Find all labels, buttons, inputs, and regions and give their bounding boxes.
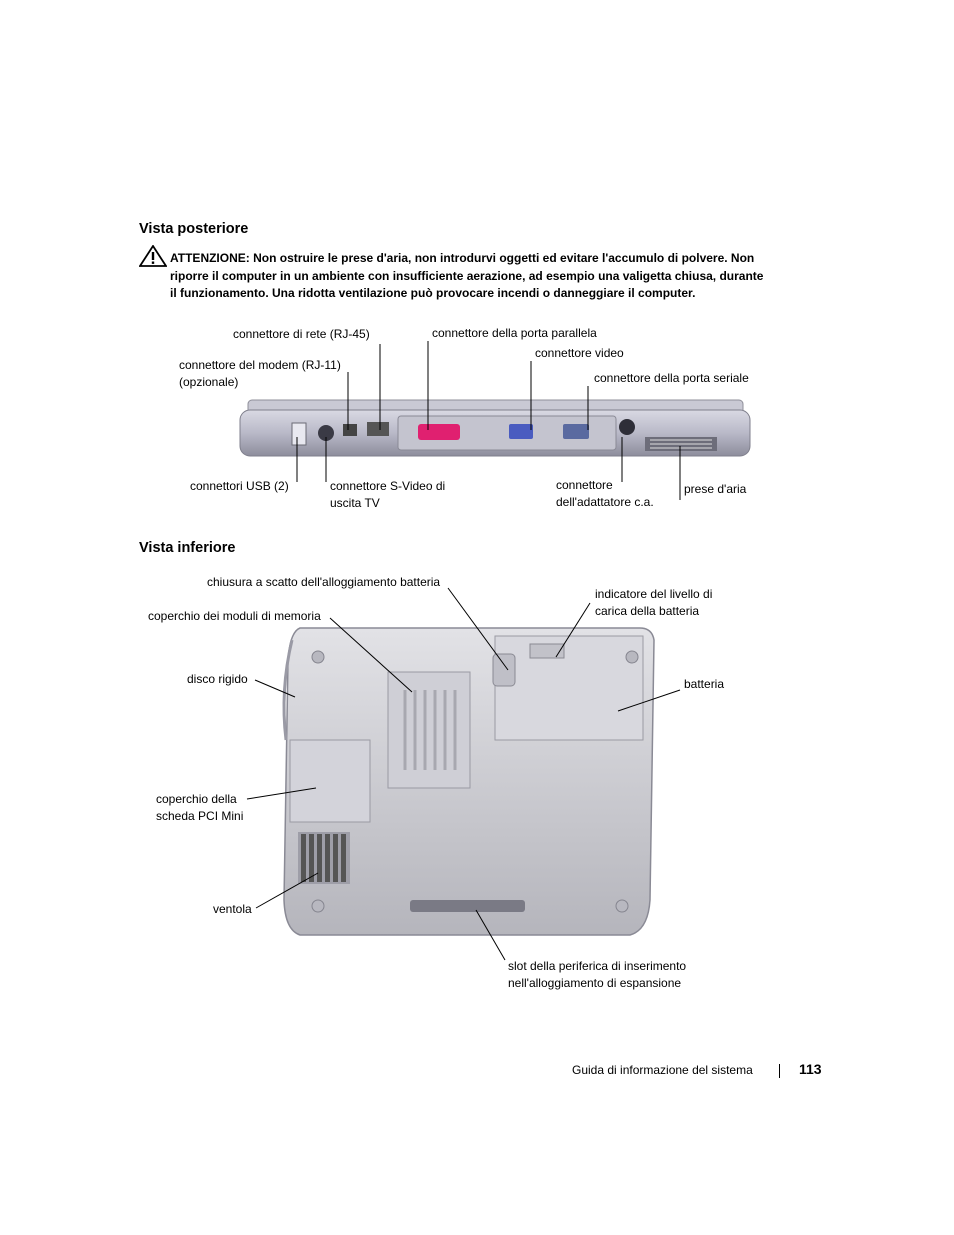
label-battery: batteria — [684, 677, 725, 691]
label-svideo-connector: connettore S-Video di uscita TV — [330, 478, 445, 511]
pci-mini-cover — [289, 739, 371, 823]
label-ac-adapter-connector: connettore dell'adattatore c.a. — [556, 477, 654, 510]
fan-grille — [298, 832, 350, 884]
label-modem-line-1: connettore del modem (RJ-11) — [179, 358, 341, 372]
label-charge-line-2: carica della batteria — [595, 603, 700, 618]
label-battery-latch: chiusura a scatto dell'alloggiamento bat… — [207, 575, 441, 589]
bottom-leader-lines — [246, 587, 681, 961]
label-parallel-connector: connettore della porta parallela — [432, 326, 597, 340]
label-usb-connectors: connettori USB (2) — [190, 479, 289, 493]
section-title-rear: Vista posteriore — [139, 221, 249, 237]
label-svideo-line-2: uscita TV — [330, 495, 380, 510]
vent-grille — [645, 437, 717, 451]
label-charge-line-1: indicatore del livello di — [595, 587, 713, 601]
warning-label: ATTENZIONE: — [170, 251, 250, 265]
page-number: 113 — [799, 1061, 822, 1077]
label-modem-line-2: (opzionale) — [179, 374, 239, 389]
label-video-connector: connettore video — [535, 346, 624, 360]
label-network-connector: connettore di rete (RJ-45) — [233, 327, 370, 341]
video-port — [509, 424, 533, 439]
laptop-bottom-image — [282, 627, 655, 936]
warning-triangle-icon — [139, 245, 167, 267]
label-charge-gauge: indicatore del livello di carica della b… — [595, 586, 712, 619]
label-hard-drive: disco rigido — [187, 672, 248, 686]
label-docking-slot: slot della periferica di inserimento nel… — [508, 958, 686, 991]
battery-latch — [492, 653, 516, 687]
footer-title: Guida di informazione del sistema — [572, 1063, 753, 1077]
label-slot-line-2: nell'alloggiamento di espansione — [508, 975, 682, 990]
network-port — [367, 422, 389, 436]
charge-gauge — [529, 643, 565, 659]
label-ac-line-2: dell'adattatore c.a. — [556, 494, 654, 509]
label-ac-line-1: connettore — [556, 478, 613, 492]
section-title-bottom: Vista inferiore — [139, 540, 236, 556]
label-serial-connector: connettore della porta seriale — [594, 371, 749, 385]
warning-note: ATTENZIONE: Non ostruire le prese d'aria… — [170, 250, 770, 303]
label-pci-line-2: scheda PCI Mini — [156, 808, 244, 823]
label-air-vents: prese d'aria — [684, 482, 747, 496]
hard-drive-edge — [282, 639, 294, 741]
svideo-port — [318, 425, 334, 441]
label-pci-mini-cover: coperchio della scheda PCI Mini — [156, 791, 243, 824]
rubber-feet — [311, 650, 639, 913]
memory-cover-ribs — [403, 690, 457, 770]
modem-port — [343, 424, 357, 436]
label-svideo-line-1: connettore S-Video di — [330, 479, 446, 493]
footer-separator — [779, 1064, 780, 1078]
label-modem-connector: connettore del modem (RJ-11) (opzionale) — [179, 357, 341, 390]
label-slot-line-1: slot della periferica di inserimento — [508, 959, 687, 973]
memory-module-cover — [387, 671, 471, 789]
serial-port — [563, 424, 589, 439]
docking-slot — [410, 900, 525, 912]
label-fan: ventola — [213, 902, 252, 916]
label-memory-cover: coperchio dei moduli di memoria — [148, 609, 321, 623]
rear-leader-lines — [296, 341, 681, 500]
usb-ports — [291, 422, 307, 446]
label-pci-line-1: coperchio della — [156, 792, 237, 806]
battery-pack — [494, 635, 644, 741]
ac-adapter-port — [619, 419, 635, 435]
warning-text: Non ostruire le prese d'aria, non introd… — [170, 251, 764, 300]
